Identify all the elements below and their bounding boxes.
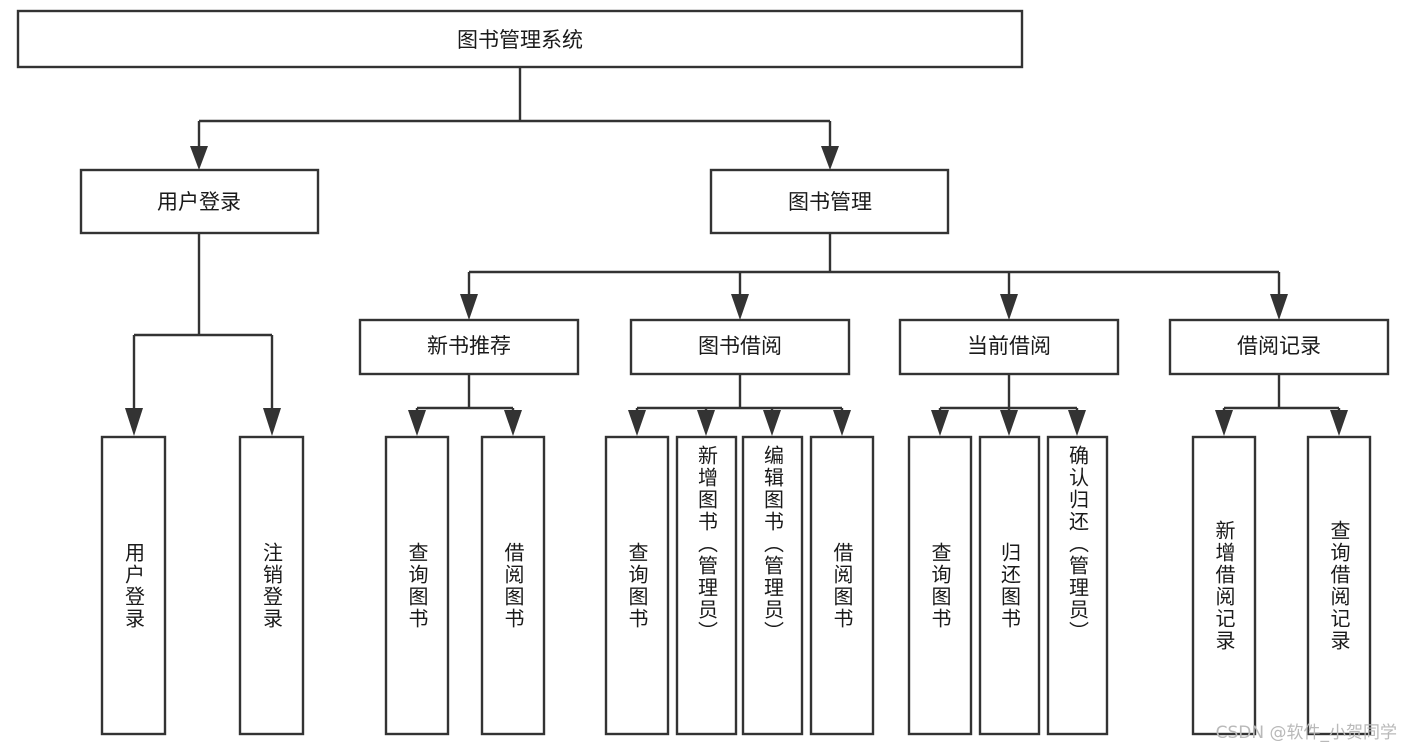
node-leaf-logout-box[interactable] (238, 435, 305, 736)
node-borrow-record[interactable]: 借阅记录 (1168, 318, 1390, 376)
node-new-book-recommend[interactable]: 新书推荐 (358, 318, 580, 376)
node-book-borrow-box[interactable] (629, 318, 851, 376)
arrow-head-leaf-user-login (125, 408, 143, 436)
node-leaf-return-book-box[interactable] (978, 435, 1041, 736)
node-current-borrow[interactable]: 当前借阅 (898, 318, 1120, 376)
arrow-head-book-manage (821, 146, 839, 170)
arrow-head-leaf-add-book (697, 410, 715, 436)
node-leaf-add-book-box[interactable] (675, 435, 738, 736)
node-book-manage-label: 图书管理 (788, 190, 872, 214)
connector-layer (125, 67, 1348, 436)
arrow-head-book-borrow (731, 294, 749, 320)
node-leaf-confirm-return-box[interactable] (1046, 435, 1109, 736)
node-current-borrow-box[interactable] (898, 318, 1120, 376)
node-leaf-user-login-box[interactable] (100, 435, 167, 736)
arrow-head-leaf-query-book-2 (628, 410, 646, 436)
node-leaf-query-book-2-box[interactable] (604, 435, 670, 736)
arrow-head-leaf-confirm-return (1068, 410, 1086, 436)
node-root-label: 图书管理系统 (457, 28, 583, 52)
node-root-box[interactable] (16, 9, 1024, 69)
arrow-head-leaf-edit-book (763, 410, 781, 436)
node-current-borrow-label: 当前借阅 (967, 334, 1051, 358)
node-book-borrow-label: 图书借阅 (698, 334, 782, 358)
node-root[interactable]: 图书管理系统 (16, 9, 1024, 69)
node-book-borrow[interactable]: 图书借阅 (629, 318, 851, 376)
arrow-head-leaf-query-record (1330, 410, 1348, 436)
node-leaf-query-book-1-box[interactable] (384, 435, 450, 736)
node-leaf-add-record-box[interactable] (1191, 435, 1257, 736)
arrow-head-leaf-return-book (1000, 410, 1018, 436)
arrow-head-leaf-borrow-book-1 (504, 410, 522, 436)
node-book-manage-box[interactable] (709, 168, 950, 235)
arrow-head-borrow-record (1270, 294, 1288, 320)
node-leaf-query-record-box[interactable] (1306, 435, 1372, 736)
node-leaf-borrow-book-2-box[interactable] (809, 435, 875, 736)
arrow-head-leaf-query-book-3 (931, 410, 949, 436)
arrow-head-leaf-borrow-book-2 (833, 410, 851, 436)
node-leaf-query-book-3-box[interactable] (907, 435, 973, 736)
node-user-login[interactable]: 用户登录 (79, 168, 320, 235)
arrow-head-leaf-query-book-1 (408, 410, 426, 436)
arrow-head-leaf-logout (263, 408, 281, 436)
node-new-book-recommend-box[interactable] (358, 318, 580, 376)
node-borrow-record-box[interactable] (1168, 318, 1390, 376)
leaf-box-layer (100, 435, 1372, 736)
arrow-head-current-borrow (1000, 294, 1018, 320)
node-leaf-edit-book-box[interactable] (741, 435, 804, 736)
arrow-head-new-book-recommend (460, 294, 478, 320)
arrow-head-user-login (190, 146, 208, 170)
node-new-book-recommend-label: 新书推荐 (427, 334, 511, 358)
node-borrow-record-label: 借阅记录 (1237, 334, 1321, 358)
node-user-login-box[interactable] (79, 168, 320, 235)
node-leaf-borrow-book-1-box[interactable] (480, 435, 546, 736)
arrow-head-leaf-add-record (1215, 410, 1233, 436)
node-user-login-label: 用户登录 (157, 190, 241, 214)
node-book-manage[interactable]: 图书管理 (709, 168, 950, 235)
